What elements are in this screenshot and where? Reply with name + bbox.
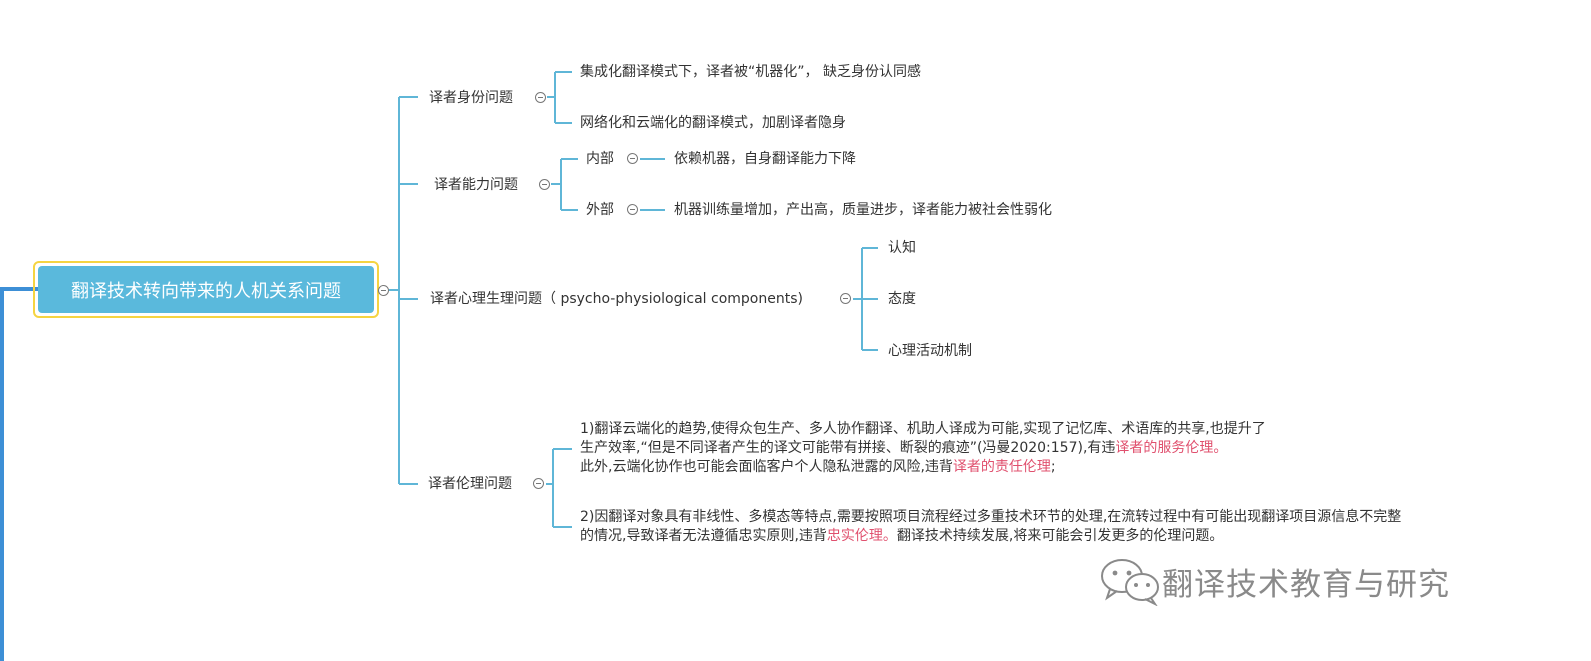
ability-external[interactable]: 外部: [586, 202, 614, 218]
psycho-item-cognition[interactable]: 认知: [888, 240, 916, 256]
text-segment: 1)翻译云端化的趋势,使得众包生产、多人协作翻译、机助人译成为可能,实现了记忆库…: [580, 421, 1266, 437]
text-segment: 2)因翻译对象具有非线性、多模态等特点,需要按照项目流程经过多重技术环节的处理,…: [580, 509, 1402, 525]
branch-identity[interactable]: 译者身份问题: [429, 90, 513, 106]
branch-identity-collapse-toggle[interactable]: [535, 92, 546, 103]
highlighted-term: 忠实伦理。: [826, 528, 897, 544]
text-segment: 此外,云端化协作也可能会面临客户个人隐私泄露的风险,违背: [580, 459, 953, 475]
identity-item-2[interactable]: 网络化和云端化的翻译模式，加剧译者隐身: [580, 115, 846, 131]
root-node-label: 翻译技术转向带来的人机关系问题: [38, 266, 374, 313]
psycho-item-mechanism[interactable]: 心理活动机制: [888, 343, 972, 359]
root-node[interactable]: 翻译技术转向带来的人机关系问题: [33, 261, 379, 318]
identity-item-1[interactable]: 集成化翻译模式下，译者被“机器化”， 缺乏身份认同感: [580, 64, 921, 80]
branch-ethics-collapse-toggle[interactable]: [533, 478, 544, 489]
ability-external-collapse-toggle[interactable]: [627, 204, 638, 215]
ethics-text-line: 的情况,导致译者无法遵循忠实原则,违背忠实伦理。翻译技术持续发展,将来可能会引发…: [580, 527, 1401, 546]
parent-connector-vertical: [0, 287, 4, 661]
branch-ability[interactable]: 译者能力问题: [434, 177, 518, 193]
ethics-text-line: 此外,云端化协作也可能会面临客户个人隐私泄露的风险,违背译者的责任伦理;: [580, 458, 1266, 477]
root-collapse-toggle[interactable]: [378, 285, 389, 296]
wechat-icon: [1101, 559, 1159, 606]
text-segment: 生产效率,“但是不同译者产生的译文可能带有拼接、断裂的痕迹”(冯曼2020:15…: [580, 440, 1116, 456]
branch-ability-collapse-toggle[interactable]: [539, 179, 550, 190]
ethics-item-2[interactable]: 2)因翻译对象具有非线性、多模态等特点,需要按照项目流程经过多重技术环节的处理,…: [580, 508, 1401, 546]
watermark-text: 翻译技术教育与研究: [1162, 566, 1450, 603]
highlighted-term: 译者的服务伦理。: [1115, 440, 1228, 456]
ability-external-item[interactable]: 机器训练量增加，产出高，质量进步，译者能力被社会性弱化: [674, 202, 1052, 218]
ethics-text-line: 2)因翻译对象具有非线性、多模态等特点,需要按照项目流程经过多重技术环节的处理,…: [580, 508, 1401, 527]
watermark: 翻译技术教育与研究: [1098, 553, 1450, 609]
branch-ethics[interactable]: 译者伦理问题: [428, 476, 512, 492]
parent-connector: [0, 287, 40, 291]
ability-internal-collapse-toggle[interactable]: [627, 153, 638, 164]
text-segment: 的情况,导致译者无法遵循忠实原则,违背: [580, 528, 827, 544]
ethics-text-line: 1)翻译云端化的趋势,使得众包生产、多人协作翻译、机助人译成为可能,实现了记忆库…: [580, 420, 1266, 439]
psycho-item-attitude[interactable]: 态度: [888, 291, 916, 307]
ability-internal-item[interactable]: 依赖机器，自身翻译能力下降: [674, 151, 856, 167]
ability-internal[interactable]: 内部: [586, 151, 614, 167]
branch-psycho-physiological[interactable]: 译者心理生理问题（ psycho-physiological component…: [430, 291, 803, 307]
ethics-text-line: 生产效率,“但是不同译者产生的译文可能带有拼接、断裂的痕迹”(冯曼2020:15…: [580, 439, 1266, 458]
text-segment: ;: [1050, 459, 1056, 475]
highlighted-term: 译者的责任伦理: [952, 459, 1051, 475]
branch-psycho-collapse-toggle[interactable]: [840, 293, 851, 304]
ethics-item-1[interactable]: 1)翻译云端化的趋势,使得众包生产、多人协作翻译、机助人译成为可能,实现了记忆库…: [580, 420, 1266, 477]
text-segment: 翻译技术持续发展,将来可能会引发更多的伦理问题。: [896, 528, 1224, 544]
